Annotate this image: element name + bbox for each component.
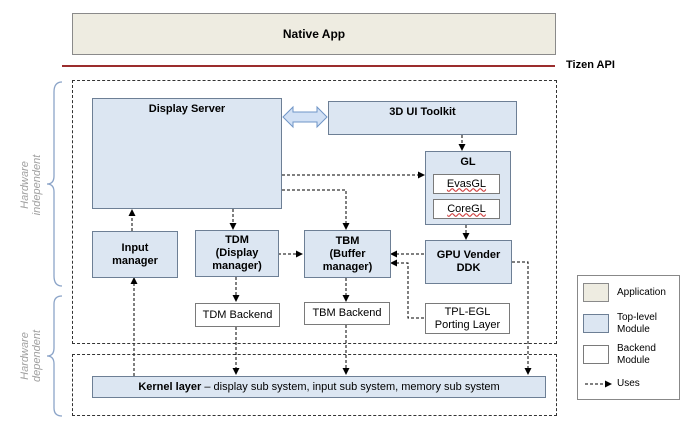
- hw-independent-brace: [46, 81, 63, 287]
- legend-backend-swatch: [583, 345, 609, 364]
- input-manager-label-2: manager: [112, 254, 158, 267]
- gpu-ddk-box: GPU Vender DDK: [425, 240, 512, 284]
- legend-application-swatch: [583, 283, 609, 302]
- tpl-egl-label-1: TPL-EGL: [444, 305, 491, 318]
- tdm-label-3: manager): [212, 260, 262, 272]
- tizen-api-label: Tizen API: [566, 59, 615, 71]
- legend-application-label: Application: [617, 287, 666, 298]
- gl-label: GL: [460, 156, 476, 168]
- display-server-box: Display Server: [92, 98, 282, 209]
- input-manager-label-1: Input: [121, 241, 149, 254]
- tdm-backend-label: TDM Backend: [202, 308, 273, 321]
- tbm-label-1: TBM: [335, 234, 360, 247]
- hardware-independent-label: Hardware independent: [19, 154, 43, 216]
- hardware-dependent-label: Hardware dependent: [19, 330, 43, 382]
- tpl-egl-label-2: Porting Layer: [434, 318, 501, 331]
- display-toolkit-double-arrow: [282, 105, 328, 129]
- display-server-label: Display Server: [148, 103, 226, 115]
- native-app-box: Native App: [72, 13, 556, 55]
- legend-backend-label: Backend Module: [617, 343, 656, 366]
- tdm-label-1: TDM: [225, 234, 249, 246]
- arrow-gpu-kernel: [512, 261, 532, 375]
- input-manager-box: Input manager: [92, 231, 178, 278]
- legend-top-level-swatch: [583, 314, 609, 333]
- hardware-independent-region: [72, 80, 557, 344]
- gpu-ddk-label-1: GPU Vender: [436, 249, 501, 261]
- legend-top-level-label: Top-level Module: [617, 312, 658, 335]
- tdm-label-2: (Display: [215, 247, 259, 259]
- tdm-backend-box: TDM Backend: [195, 303, 280, 327]
- legend-uses-label: Uses: [617, 378, 640, 389]
- kernel-layer-desc: – display sub system, input sub system, …: [201, 380, 500, 393]
- gpu-ddk-label-2: DDK: [456, 262, 481, 274]
- ui-toolkit-label: 3D UI Toolkit: [389, 106, 456, 118]
- kernel-layer-box: Kernel layer – display sub system, input…: [92, 376, 546, 398]
- evasgl-label: EvasGL: [446, 177, 487, 190]
- tbm-backend-box: TBM Backend: [304, 302, 390, 325]
- arrow-tpl-tbm: [390, 259, 424, 319]
- coregl-label: CoreGL: [447, 202, 486, 215]
- hw-dependent-brace: [46, 295, 63, 417]
- arrow-ds-tbm: [282, 189, 350, 230]
- coregl-box: CoreGL: [433, 199, 500, 219]
- tbm-box: TBM (Buffer manager): [304, 230, 391, 278]
- tbm-label-3: manager): [322, 260, 373, 273]
- tdm-box: TDM (Display manager): [195, 230, 279, 277]
- evasgl-box: EvasGL: [433, 174, 500, 194]
- ui-toolkit-box: 3D UI Toolkit: [328, 101, 517, 135]
- tbm-label-2: (Buffer: [329, 247, 366, 260]
- tpl-egl-box: TPL-EGL Porting Layer: [425, 303, 510, 334]
- native-app-label: Native App: [282, 26, 346, 41]
- legend: [577, 275, 680, 400]
- tbm-backend-label: TBM Backend: [312, 307, 382, 319]
- hardware-dependent-region: [72, 354, 557, 416]
- kernel-layer-title: Kernel layer: [138, 380, 202, 393]
